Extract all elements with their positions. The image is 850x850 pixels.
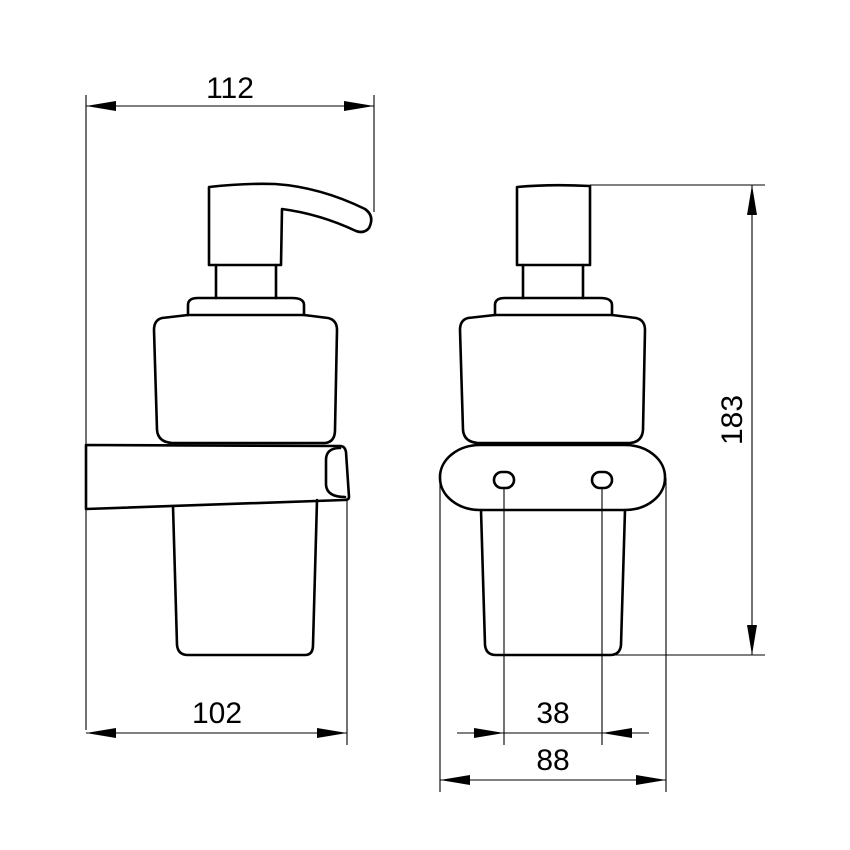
mounting-hole-right (590, 470, 614, 490)
dimension-label-88: 88 (536, 744, 569, 777)
dimension-38: 38 (457, 488, 649, 745)
side-view (84, 182, 373, 657)
dimension-label-102: 102 (192, 697, 242, 730)
bottle-body-front (458, 313, 647, 445)
mounting-hole-left (492, 470, 516, 490)
dimension-183: 183 (590, 184, 765, 656)
dimension-label-183: 183 (716, 395, 749, 445)
dimension-112: 112 (85, 72, 375, 730)
pump-neck-front (521, 263, 585, 300)
dimension-102: 102 (86, 500, 348, 745)
dimension-label-112: 112 (206, 72, 254, 105)
glass-cup (171, 498, 319, 657)
bracket-arm (84, 443, 351, 511)
pump-head-spout (207, 182, 373, 267)
pump-collar-front (493, 296, 614, 317)
front-view (438, 183, 667, 657)
bottle-body (152, 313, 339, 445)
pump-neck (214, 263, 278, 300)
dimension-88: 88 (439, 478, 667, 792)
pump-head (515, 183, 592, 267)
pump-collar (186, 296, 306, 317)
bracket-plate (438, 443, 667, 512)
bracket-end-cap (324, 446, 347, 499)
dimension-label-38: 38 (536, 697, 569, 730)
glass-cup-front (479, 508, 627, 657)
